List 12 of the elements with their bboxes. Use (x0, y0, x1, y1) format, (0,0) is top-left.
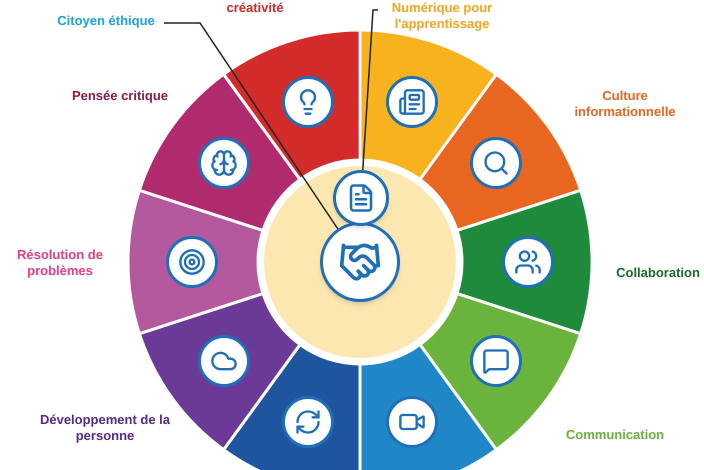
leader-line (362, 9, 378, 170)
competency-label: créativité (225, 0, 285, 16)
document-icon (333, 170, 389, 226)
competency-label: Citoyen éthique (52, 13, 160, 30)
competency-label: Développement de la personne (38, 412, 172, 444)
competency-label: Culture informationnelle (573, 88, 677, 120)
leader-line (164, 22, 338, 230)
competency-label: Collaboration (615, 265, 701, 282)
competency-label: Résolution de problèmes (16, 247, 104, 280)
competency-label: Numérique pour l'apprentissage (382, 0, 502, 32)
competency-label: Communication (564, 427, 666, 444)
competency-label: Pensée critique (70, 88, 170, 104)
